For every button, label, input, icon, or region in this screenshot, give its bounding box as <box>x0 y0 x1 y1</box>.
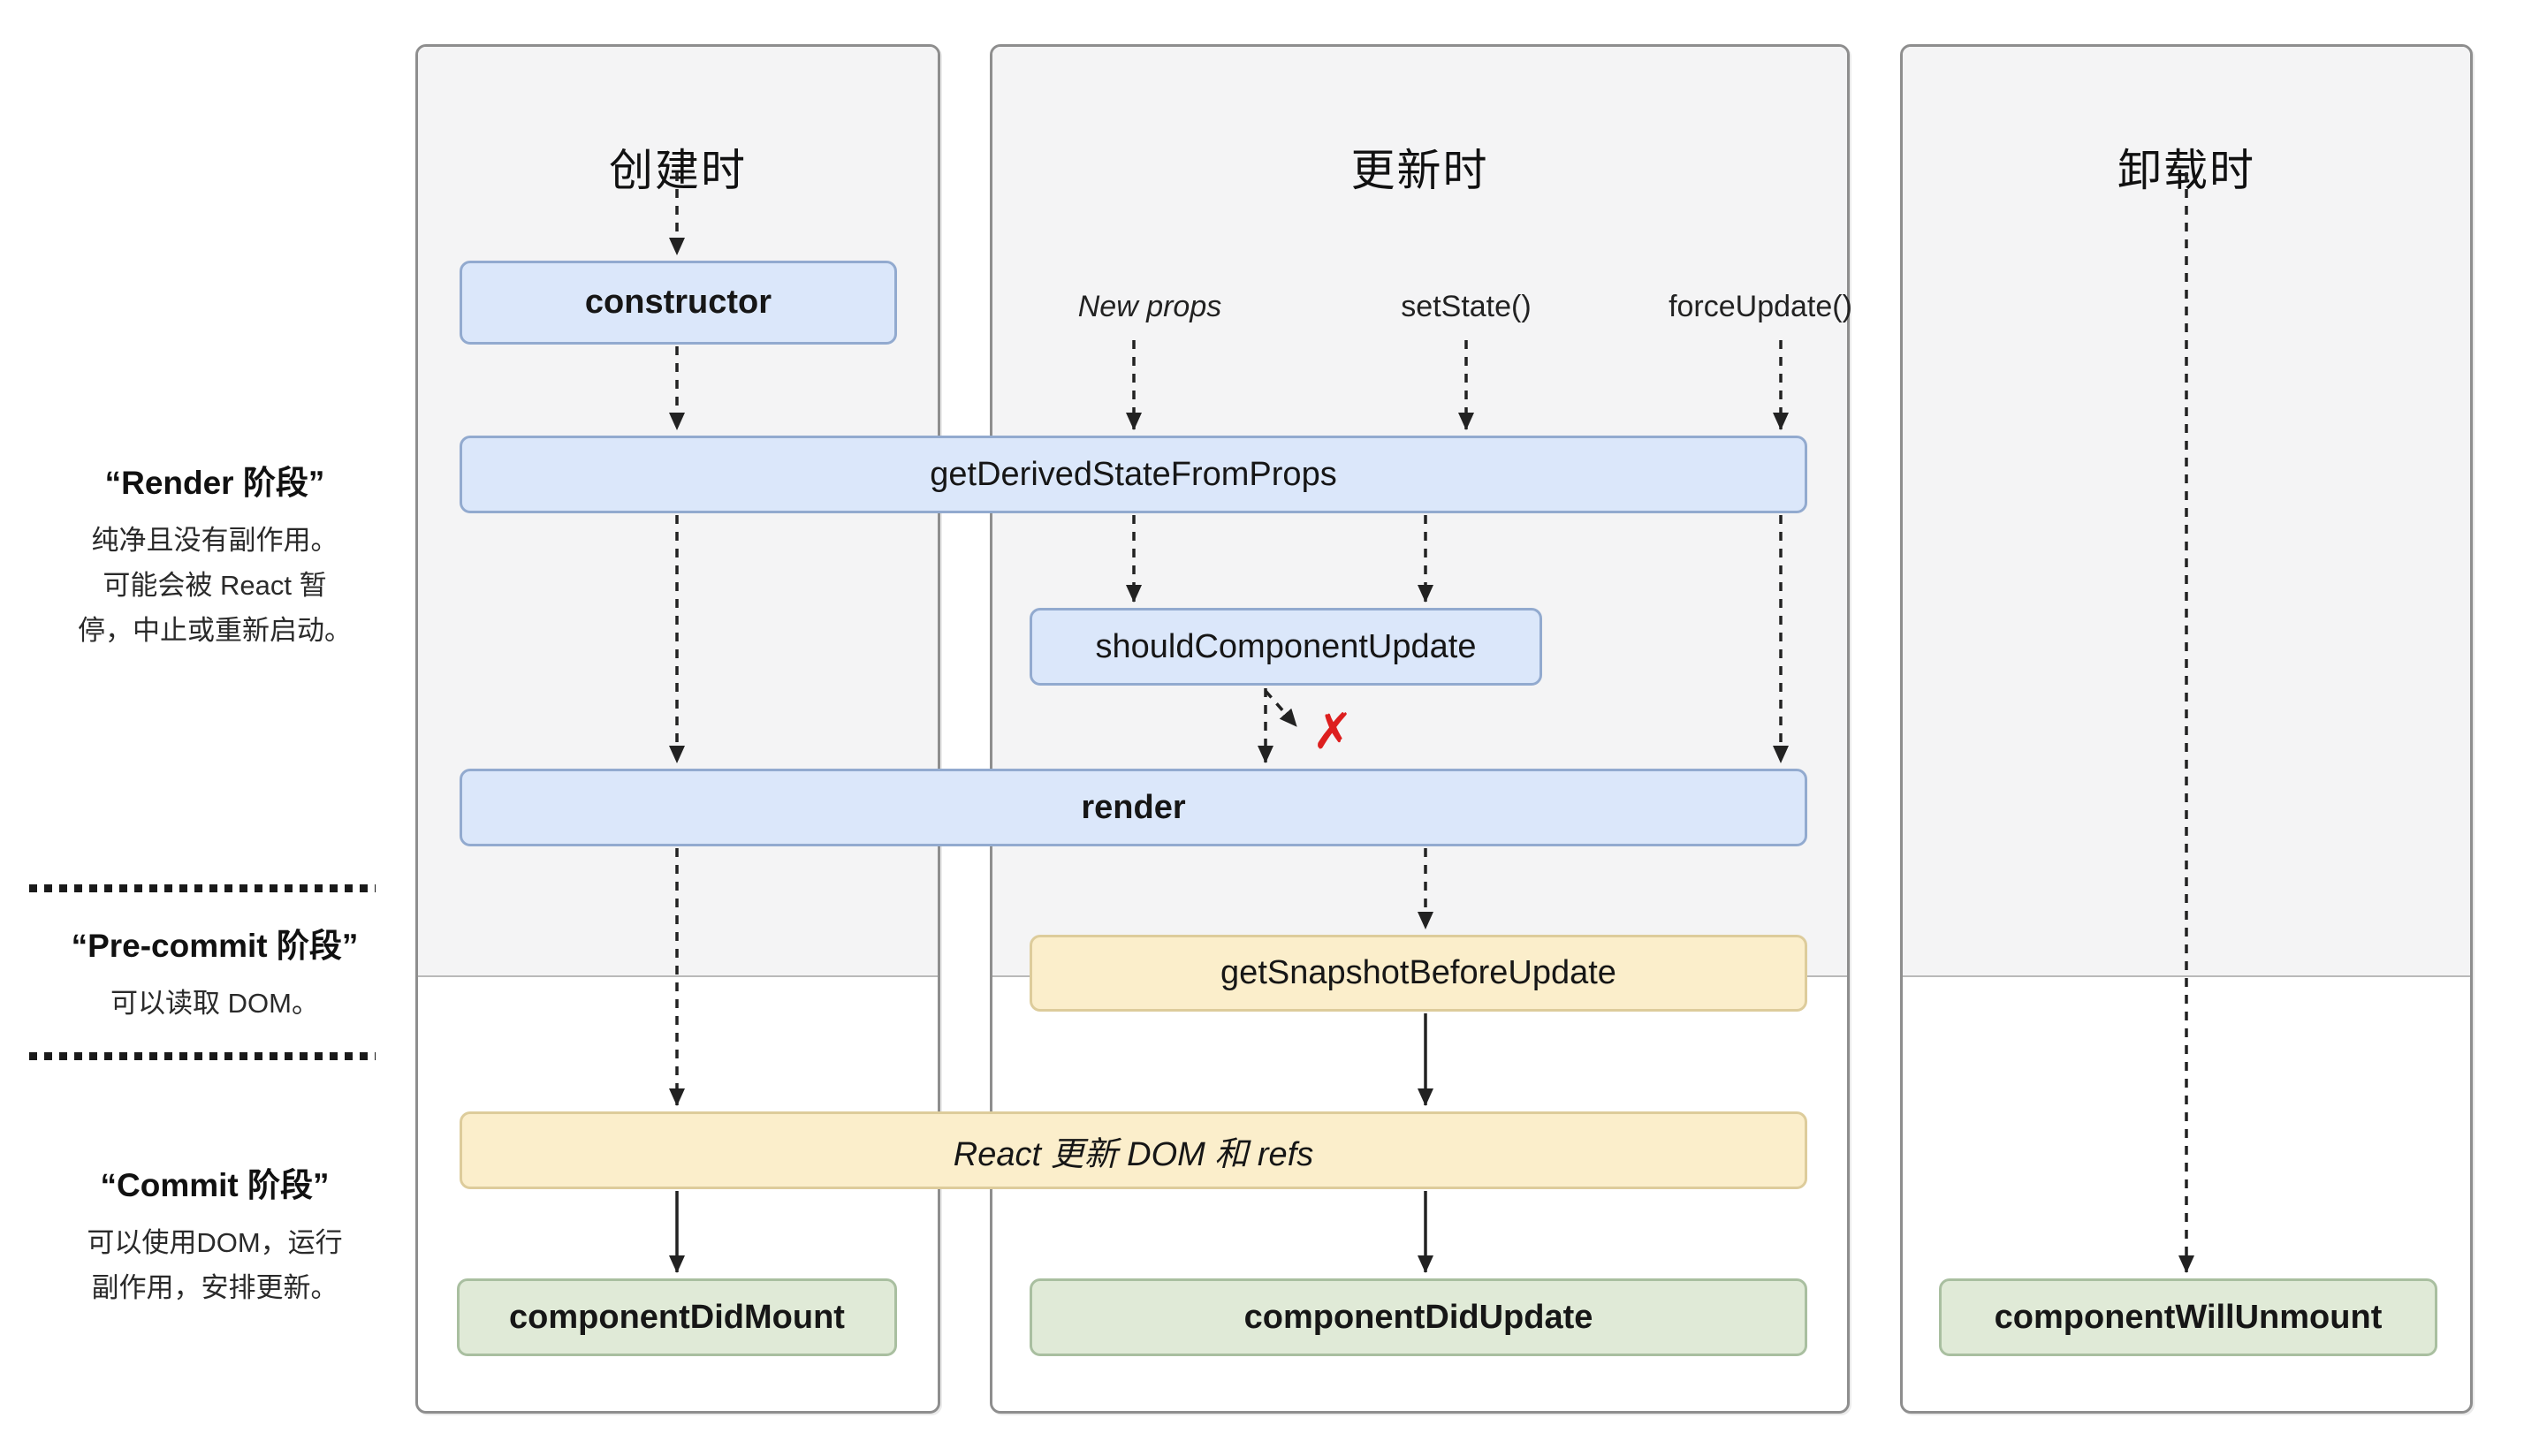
render-phase-line: 停，中止或重新启动。 <box>78 615 352 646</box>
commit-phase-label: “Commit 阶段” 可以使用DOM，运行 副作用，安排更新。 <box>25 1158 405 1310</box>
skip-update-x-icon: ✗ <box>1311 703 1354 759</box>
pre-commit-phase-label: “Pre-commit 阶段” 可以读取 DOM。 <box>25 919 405 1026</box>
node-constructor: constructor <box>460 261 897 345</box>
node-component-will-unmount: componentWillUnmount <box>1939 1278 2437 1356</box>
panel-mounting: 创建时 <box>415 44 940 1414</box>
node-react-updates-dom: React 更新 DOM 和 refs <box>460 1111 1807 1189</box>
pre-commit-phase-line: 可以读取 DOM。 <box>110 988 319 1019</box>
pre-commit-phase-title: “Pre-commit 阶段” <box>71 928 359 964</box>
trigger-set-state: setState() <box>1401 289 1532 323</box>
node-should-component-update: shouldComponentUpdate <box>1030 608 1542 686</box>
render-phase-title: “Render 阶段” <box>104 465 325 501</box>
trigger-new-props: New props <box>1077 289 1222 323</box>
node-get-snapshot-before-update: getSnapshotBeforeUpdate <box>1030 935 1807 1012</box>
node-component-did-update: componentDidUpdate <box>1030 1278 1807 1356</box>
column-title-mounting: 创建时 <box>609 146 747 195</box>
node-get-derived-state-from-props: getDerivedStateFromProps <box>460 436 1807 513</box>
commit-phase-line: 副作用，安排更新。 <box>91 1272 338 1303</box>
column-title-updating: 更新时 <box>1350 146 1489 195</box>
render-phase-line: 纯净且没有副作用。 <box>91 525 338 556</box>
column-title-unmounting: 卸载时 <box>2117 146 2255 195</box>
node-component-did-mount: componentDidMount <box>457 1278 897 1356</box>
render-phase-line: 可能会被 React 暂 <box>103 570 327 601</box>
node-render: render <box>460 769 1807 846</box>
trigger-force-update: forceUpdate() <box>1669 289 1852 323</box>
commit-phase-line: 可以使用DOM，运行 <box>87 1227 343 1258</box>
panel-unmounting: 卸载时 <box>1900 44 2473 1414</box>
phase-separator-dotted-line <box>29 884 376 892</box>
render-phase-label: “Render 阶段” 纯净且没有副作用。 可能会被 React 暂 停，中止或… <box>25 456 405 653</box>
phase-separator-dotted-line <box>29 1052 376 1060</box>
panel-updating: 更新时 <box>990 44 1850 1414</box>
commit-phase-title: “Commit 阶段” <box>100 1167 330 1203</box>
